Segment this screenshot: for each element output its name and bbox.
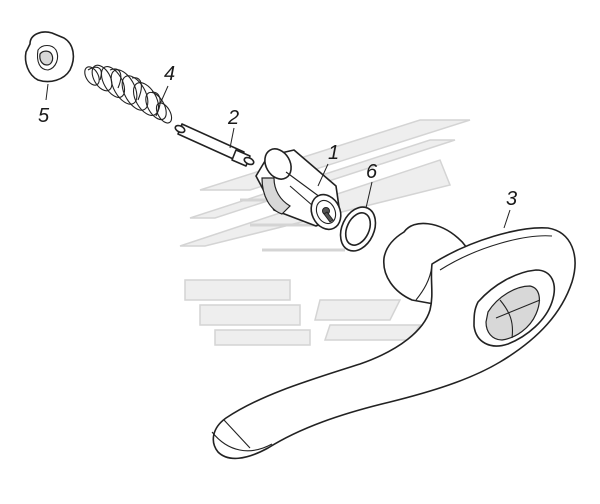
callout-2: 2 [227, 107, 239, 129]
callout-3: 3 [506, 188, 517, 210]
o-ring-part [339, 206, 377, 252]
callout-4: 4 [164, 63, 175, 85]
callout-5: 5 [38, 105, 50, 127]
pin-part [174, 123, 255, 167]
door-handle-part [211, 222, 576, 460]
lock-cylinder-part [255, 148, 342, 231]
callout-6: 6 [366, 161, 378, 183]
spring-part [84, 64, 173, 124]
callout-1: 1 [328, 142, 339, 164]
washer-part [24, 31, 75, 83]
leader-lines [45, 83, 511, 229]
